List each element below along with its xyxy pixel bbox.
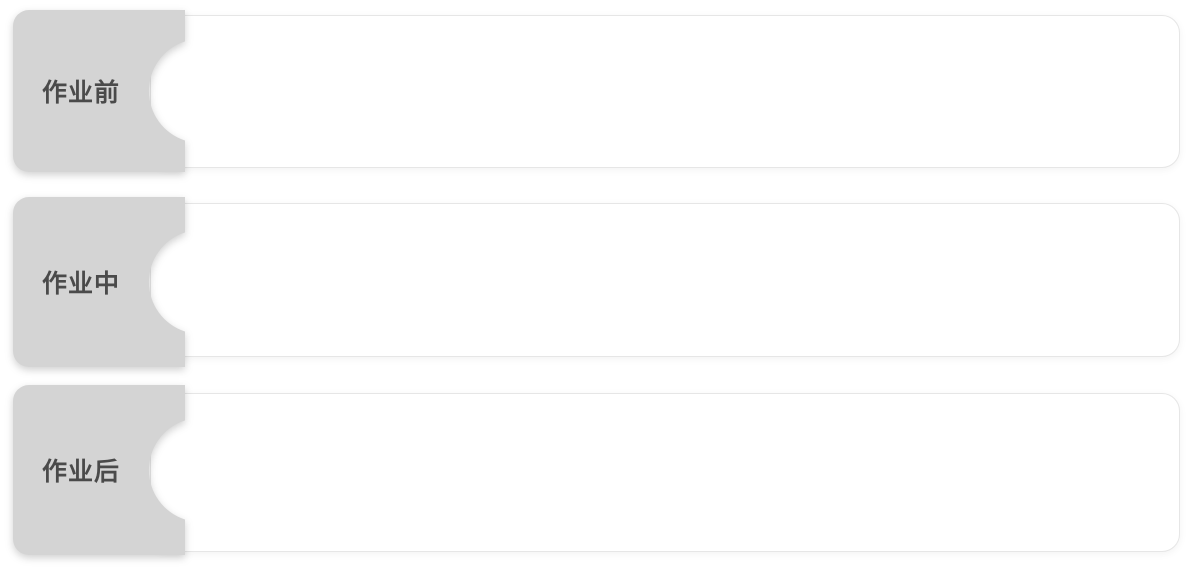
phase-tab-shape xyxy=(13,385,185,555)
phase-tab-shape xyxy=(13,10,185,172)
phase-tab-before-work: 作业前 xyxy=(13,10,185,172)
phase-label-before-work: 作业前 xyxy=(41,78,120,107)
phase-tab-during-work: 作业中 xyxy=(13,197,185,367)
panel-before-work xyxy=(150,15,1180,168)
phase-label-after-work: 作业后 xyxy=(41,457,120,486)
panel-during-work xyxy=(150,203,1180,357)
panel-after-work xyxy=(150,393,1180,552)
phase-tab-after-work: 作业后 xyxy=(13,385,185,555)
phase-label-during-work: 作业中 xyxy=(41,269,120,298)
phase-tab-shape xyxy=(13,197,185,367)
